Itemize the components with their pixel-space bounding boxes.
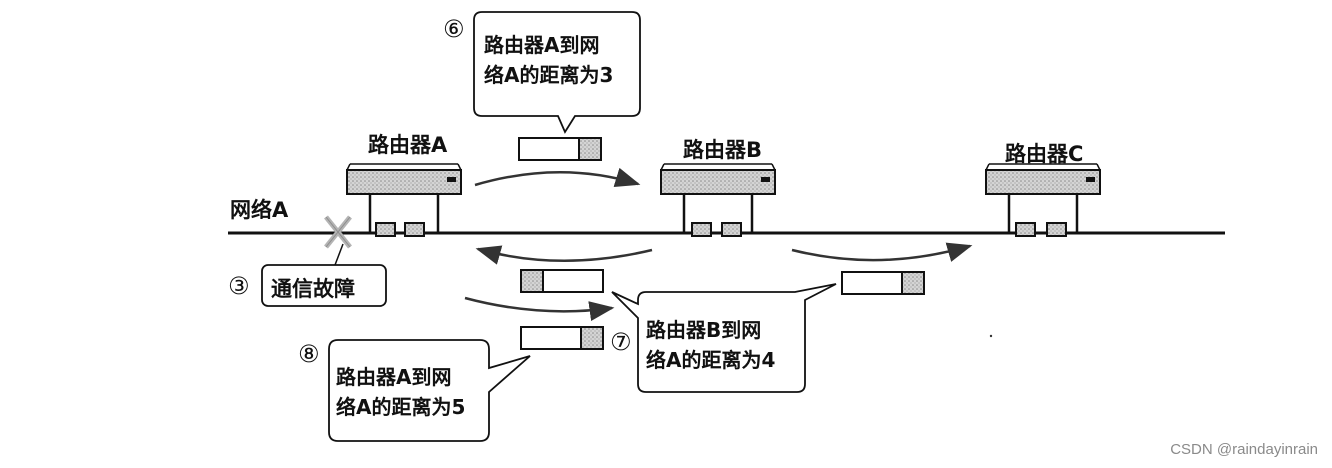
stray-dot <box>989 334 993 338</box>
failure-x-icon <box>324 215 352 249</box>
router-b <box>660 163 776 237</box>
callout-7-text: 路由器B到网 络A的距离为4 <box>646 315 775 375</box>
failure-label-box <box>261 264 387 307</box>
callout-8-text: 路由器A到网 络A的距离为5 <box>336 362 465 422</box>
step-7-marker: ⑦ <box>610 328 632 356</box>
router-c <box>985 163 1101 237</box>
arrow-a-to-b-lower <box>464 296 615 321</box>
callout-7-line1: 路由器B到网 <box>646 318 762 342</box>
callout-6-bubble <box>473 11 641 134</box>
callout-7-bubble <box>611 283 837 393</box>
step-3-marker: ③ <box>228 272 250 300</box>
failure-pointer <box>334 243 344 266</box>
packet-b-to-a <box>520 269 604 293</box>
callout-6-line2: 络A的距离为3 <box>484 63 614 87</box>
callout-8-line1: 路由器A到网 <box>336 365 452 389</box>
packet-a-to-b <box>518 137 602 161</box>
router-a <box>346 163 462 237</box>
network-label: 网络A <box>230 198 289 222</box>
router-c-label: 路由器C <box>1005 142 1084 166</box>
packet-b-to-c <box>841 271 925 295</box>
callout-6-line1: 路由器A到网 <box>484 33 600 57</box>
step-6-marker: ⑥ <box>443 15 465 43</box>
watermark: CSDN @raindayinrain <box>1170 441 1318 458</box>
arrow-b-to-a <box>475 245 653 265</box>
router-a-label: 路由器A <box>368 133 448 157</box>
arrow-a-to-b <box>474 167 641 187</box>
router-b-label: 路由器B <box>683 138 763 162</box>
failure-label: 通信故障 <box>271 277 355 301</box>
arrow-b-to-c <box>791 242 973 262</box>
step-8-marker: ⑧ <box>298 340 320 368</box>
callout-6-text: 路由器A到网 络A的距离为3 <box>484 30 613 90</box>
callout-8-bubble <box>328 339 531 442</box>
packet-a-to-b-lower <box>520 326 604 350</box>
callout-8-line2: 络A的距离为5 <box>336 395 466 419</box>
callout-7-line2: 络A的距离为4 <box>646 348 776 372</box>
